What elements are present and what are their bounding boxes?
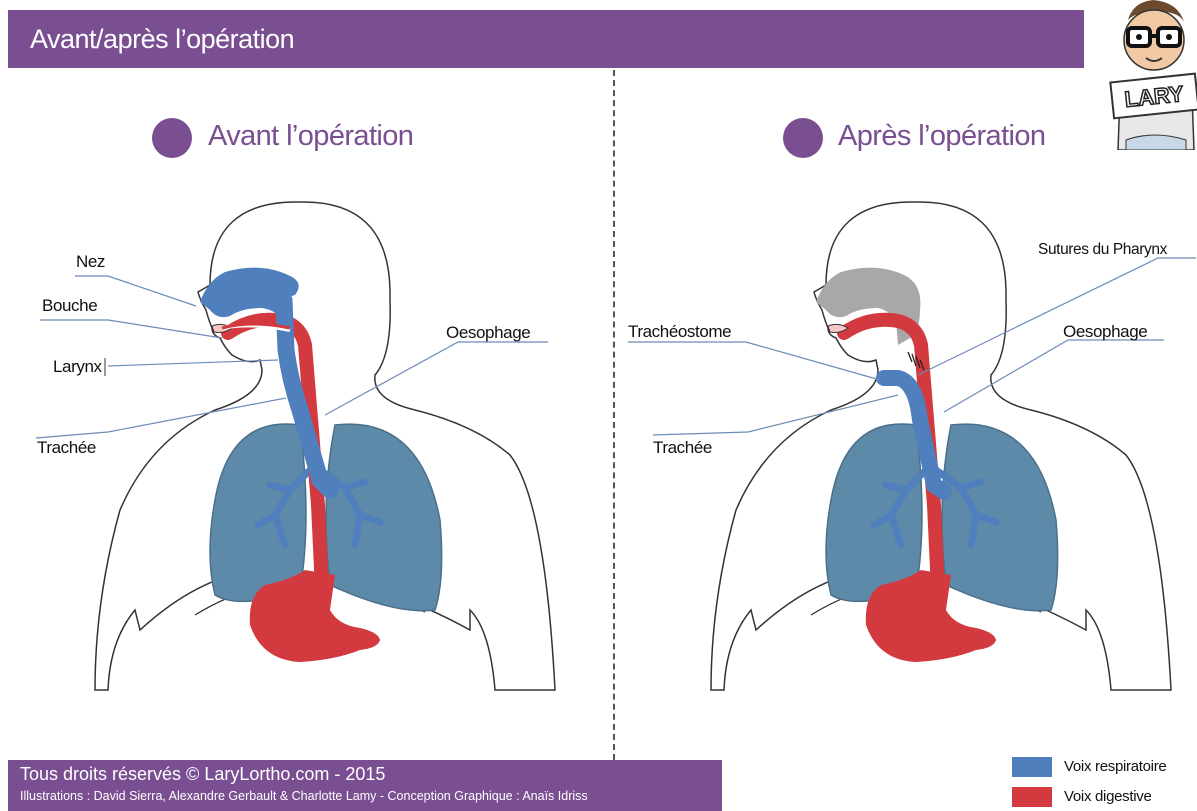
page-title: Avant/après l’opération bbox=[30, 10, 294, 68]
label-sutures-pharynx: Sutures du Pharynx bbox=[1038, 241, 1167, 259]
legend-swatch-digestive bbox=[1012, 787, 1052, 807]
label-bouche: Bouche bbox=[42, 296, 97, 316]
section-bullet-before bbox=[152, 118, 192, 158]
footer-copyright: Tous droits réservés © LaryLortho.com - … bbox=[20, 764, 385, 785]
lary-mascot-icon: LARY bbox=[1108, 0, 1197, 150]
legend-label-digestive: Voix digestive bbox=[1064, 788, 1152, 805]
label-tracheostome: Trachéostome bbox=[628, 322, 731, 342]
label-trachee-before: Trachée bbox=[37, 438, 96, 458]
label-oesophage-before: Oesophage bbox=[446, 323, 530, 343]
section-title-after: Après l’opération bbox=[838, 120, 1045, 153]
label-trachee-after: Trachée bbox=[653, 438, 712, 458]
legend-swatch-respiratory bbox=[1012, 757, 1052, 777]
section-bullet-after bbox=[783, 118, 823, 158]
section-title-before: Avant l’opération bbox=[208, 120, 413, 153]
legend-label-respiratory: Voix respiratoire bbox=[1064, 758, 1166, 775]
label-larynx: Larynx bbox=[53, 357, 102, 377]
label-oesophage-after: Oesophage bbox=[1063, 322, 1147, 342]
footer-credits: Illustrations : David Sierra, Alexandre … bbox=[20, 789, 588, 803]
label-nez: Nez bbox=[76, 252, 105, 272]
